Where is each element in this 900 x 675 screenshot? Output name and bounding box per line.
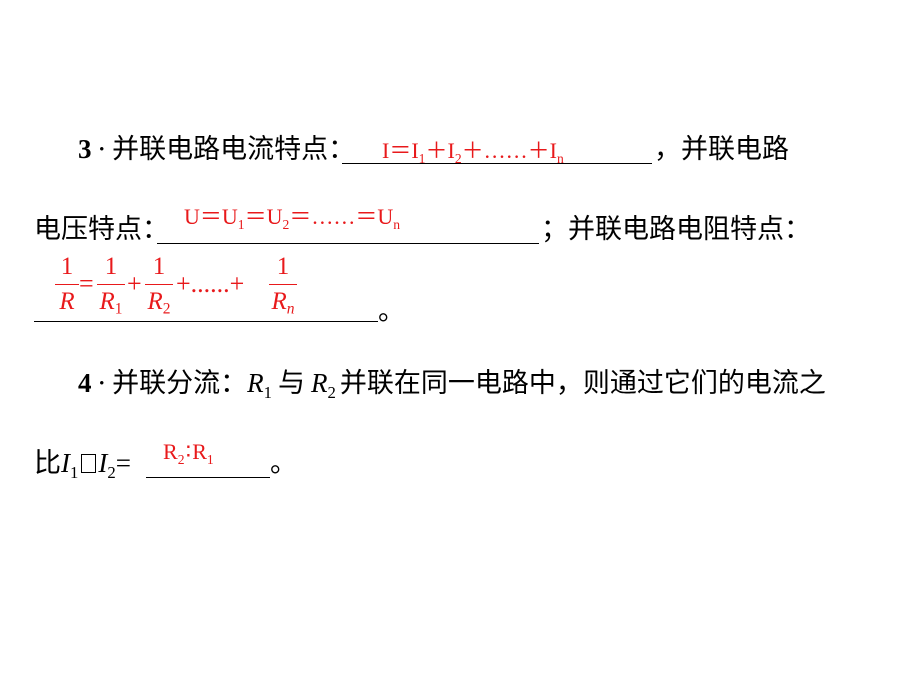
- item4-label: 并联分流：: [112, 368, 248, 399]
- item3-line2-tail: ；并联电路电阻特点：: [541, 214, 811, 245]
- item3-voltage-answer: U＝U1＝U2＝……＝Un: [184, 204, 401, 232]
- item3-voltage-blank: [157, 243, 539, 244]
- missing-glyph-box: [81, 454, 97, 473]
- item3-line3-tail: 。: [378, 296, 405, 327]
- formula-plus: +: [127, 269, 142, 298]
- formula-equals: =: [79, 269, 94, 298]
- item3-number: 3: [78, 134, 92, 164]
- item4-number: 4: [78, 368, 92, 398]
- item3-current-blank: [342, 163, 652, 164]
- item4-ratio-answer: R2∶R1: [163, 439, 214, 467]
- item3-line2-label: 电压特点：: [34, 214, 169, 245]
- item3-dot: ·: [97, 134, 107, 165]
- formula-dots: +......+: [176, 269, 245, 298]
- item3-line1: 3·并联电路电流特点：: [78, 134, 356, 165]
- item3-line1-label: 并联电路电流特点：: [112, 134, 356, 165]
- item3-resistance-blank: [34, 321, 378, 322]
- item3-current-answer: I＝I1＋I2＋……＋In: [382, 138, 564, 166]
- item4-ratio-blank: [146, 477, 270, 478]
- item4-line2-tail: 。: [270, 448, 297, 479]
- item3-line1-tail: ，并联电路: [654, 134, 789, 165]
- item4-dot: ·: [97, 368, 107, 399]
